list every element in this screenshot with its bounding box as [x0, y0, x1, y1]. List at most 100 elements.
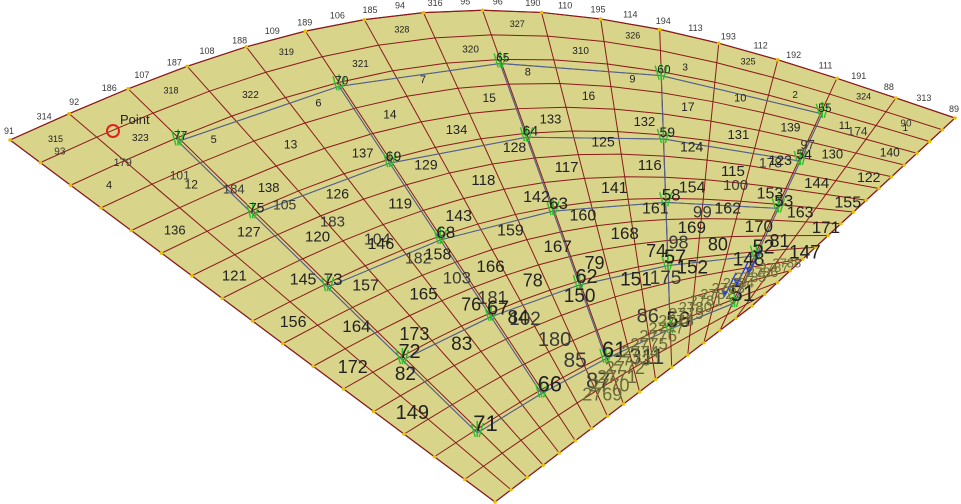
brace-member[interactable]: [389, 136, 527, 164]
brace-member[interactable]: [777, 160, 801, 209]
node-point[interactable]: [657, 27, 662, 32]
node-point[interactable]: [541, 463, 545, 468]
support-marker-icon[interactable]: [246, 202, 260, 219]
support-marker-icon[interactable]: [656, 126, 671, 144]
support-marker-icon[interactable]: [534, 381, 549, 398]
node-point[interactable]: [126, 87, 130, 91]
brace-member[interactable]: [526, 136, 664, 140]
brace-member[interactable]: [402, 359, 478, 434]
support-marker-icon[interactable]: [470, 420, 484, 438]
node-point[interactable]: [605, 414, 610, 419]
node-point[interactable]: [788, 268, 792, 273]
node-point[interactable]: [421, 10, 426, 15]
node-point[interactable]: [776, 57, 780, 62]
node-point[interactable]: [927, 139, 932, 144]
brace-member[interactable]: [755, 208, 779, 256]
support-marker-icon[interactable]: [661, 253, 675, 270]
node-point[interactable]: [851, 210, 856, 214]
brace-member[interactable]: [402, 316, 492, 361]
node-point[interactable]: [539, 10, 544, 15]
node-point[interactable]: [67, 111, 71, 116]
node-point[interactable]: [525, 475, 529, 480]
node-point[interactable]: [889, 174, 894, 179]
brace-member[interactable]: [526, 137, 554, 212]
brace-member[interactable]: [439, 239, 492, 318]
brace-member[interactable]: [669, 302, 735, 330]
node-point[interactable]: [480, 8, 485, 13]
node-point[interactable]: [589, 426, 594, 431]
node-point[interactable]: [826, 233, 830, 238]
brace-member[interactable]: [440, 210, 554, 241]
brace-member[interactable]: [734, 255, 757, 304]
brace-member[interactable]: [490, 284, 580, 318]
node-point[interactable]: [734, 316, 738, 321]
node-point[interactable]: [557, 451, 562, 455]
brace-member[interactable]: [476, 393, 542, 434]
node-point[interactable]: [509, 487, 513, 492]
node-point[interactable]: [432, 454, 437, 459]
brace-member[interactable]: [541, 358, 607, 394]
node-point[interactable]: [303, 29, 308, 33]
node-point[interactable]: [716, 41, 721, 46]
brace-member[interactable]: [338, 86, 391, 164]
node-point[interactable]: [38, 160, 43, 165]
node-point[interactable]: [902, 163, 907, 167]
brace-member[interactable]: [661, 75, 823, 115]
node-point[interactable]: [669, 365, 674, 370]
node-point[interactable]: [877, 186, 881, 191]
support-marker-icon[interactable]: [663, 317, 677, 334]
brace-member[interactable]: [552, 201, 666, 212]
support-marker-icon[interactable]: [519, 125, 534, 142]
support-marker-icon[interactable]: [320, 275, 335, 292]
node-point[interactable]: [220, 296, 224, 301]
node-point[interactable]: [402, 432, 406, 436]
node-point[interactable]: [281, 341, 285, 346]
load-arrow-icon[interactable]: [721, 272, 737, 298]
load-arrow-icon[interactable]: [745, 249, 762, 275]
node-point[interactable]: [864, 198, 868, 203]
node-point[interactable]: [129, 228, 134, 233]
node-point[interactable]: [99, 206, 103, 210]
support-marker-icon[interactable]: [395, 348, 410, 365]
brace-member[interactable]: [500, 62, 662, 77]
node-point[interactable]: [718, 328, 722, 333]
node-point[interactable]: [371, 409, 376, 414]
support-marker-icon[interactable]: [599, 346, 613, 363]
node-point[interactable]: [953, 116, 957, 120]
support-marker-icon[interactable]: [171, 129, 185, 146]
support-marker-icon[interactable]: [771, 196, 786, 213]
node-point[interactable]: [750, 304, 754, 308]
node-point[interactable]: [244, 45, 249, 49]
node-point[interactable]: [835, 76, 839, 81]
brace-member[interactable]: [552, 210, 580, 286]
brace-member[interactable]: [338, 62, 501, 87]
brace-member[interactable]: [663, 138, 801, 162]
node-point[interactable]: [915, 151, 919, 156]
support-marker-icon[interactable]: [546, 199, 560, 216]
node-point[interactable]: [573, 438, 578, 443]
brace-member[interactable]: [177, 85, 340, 142]
node-point[interactable]: [362, 17, 367, 22]
node-point[interactable]: [190, 273, 194, 278]
node-point[interactable]: [762, 292, 767, 297]
support-marker-icon[interactable]: [383, 151, 397, 168]
node-point[interactable]: [598, 17, 603, 21]
node-point[interactable]: [341, 387, 346, 391]
load-arrow-icon[interactable]: [733, 261, 749, 286]
node-point[interactable]: [653, 377, 658, 382]
node-point[interactable]: [940, 127, 945, 132]
node-point[interactable]: [311, 364, 315, 369]
node-point[interactable]: [839, 221, 843, 226]
brace-member[interactable]: [327, 239, 441, 288]
brace-member[interactable]: [499, 63, 528, 138]
brace-member[interactable]: [799, 113, 823, 162]
brace-member[interactable]: [177, 141, 254, 215]
selection-circle-icon[interactable]: [106, 124, 120, 138]
support-marker-icon[interactable]: [572, 272, 587, 290]
support-marker-icon[interactable]: [659, 190, 673, 207]
node-point[interactable]: [775, 280, 780, 285]
node-point[interactable]: [185, 64, 189, 69]
node-point[interactable]: [894, 96, 898, 100]
node-point[interactable]: [800, 257, 805, 261]
brace-member[interactable]: [578, 284, 607, 359]
